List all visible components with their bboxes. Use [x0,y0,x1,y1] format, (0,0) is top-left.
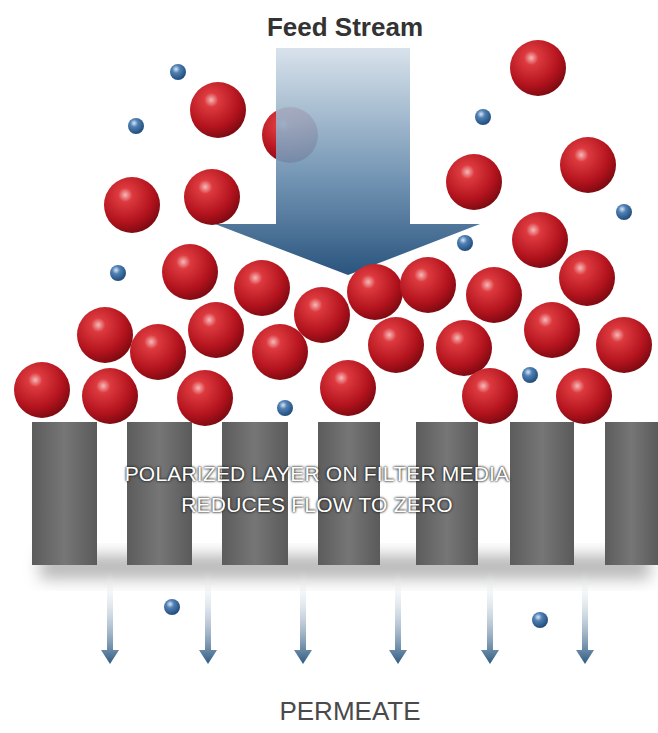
small-particle [277,400,293,416]
flow-arrow [481,570,499,664]
small-particle [110,265,126,281]
small-particle [164,599,180,615]
flow-arrow [576,570,594,664]
large-particle [190,82,246,138]
large-particle [234,260,290,316]
permeate-arrows [101,570,594,664]
feed-arrow [215,48,480,275]
polarized-layer-particles [14,244,652,426]
large-particle [436,320,492,376]
large-particle [188,302,244,358]
small-particle [128,118,144,134]
small-particle [170,64,186,80]
large-particle [512,212,568,268]
large-particle [466,267,522,323]
permeate-label: PERMEATE [279,696,420,727]
media-block [32,422,97,565]
large-particle [524,302,580,358]
large-particle [162,244,218,300]
large-particle [77,307,133,363]
large-particle [184,169,240,225]
large-particle [82,368,138,424]
small-particle [532,612,548,628]
large-particle [294,287,350,343]
media-block [510,422,574,565]
large-particle [130,324,186,380]
small-particle [522,367,538,383]
large-particle [510,40,566,96]
large-particle [368,317,424,373]
large-particle [320,360,376,416]
large-particle [14,362,70,418]
large-particle [596,317,652,373]
small-particle [457,235,473,251]
flow-arrow [199,570,217,664]
media-caption: POLARIZED LAYER ON FILTER MEDIA REDUCES … [72,458,562,520]
large-particle [400,257,456,313]
large-particle [177,370,233,426]
large-particle [347,264,403,320]
flow-arrow [294,570,312,664]
large-particle [252,324,308,380]
small-particle [475,109,491,125]
large-particle [446,154,502,210]
large-particle [559,250,615,306]
media-block [605,422,658,565]
large-particle [560,137,616,193]
flow-arrow [389,570,407,664]
small-particle [616,204,632,220]
large-particle [556,368,612,424]
flow-arrow [101,570,119,664]
large-particle [104,177,160,233]
large-particle [462,368,518,424]
feed-label: Feed Stream [267,12,423,43]
filter-media: POLARIZED LAYER ON FILTER MEDIA REDUCES … [32,422,658,565]
